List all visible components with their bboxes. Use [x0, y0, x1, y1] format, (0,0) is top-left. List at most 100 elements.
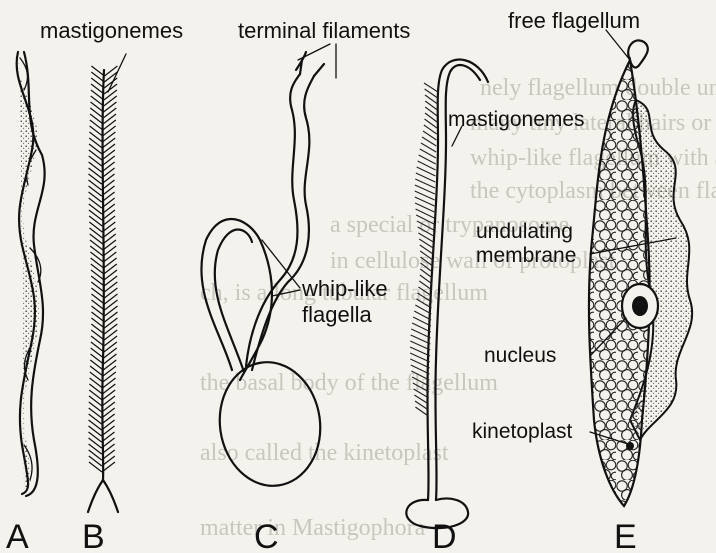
- mastigoneme-hair: [90, 126, 103, 136]
- mastigoneme-hair: [89, 438, 102, 448]
- mastigoneme-hair: [91, 330, 104, 340]
- mastigoneme-hair: [90, 372, 103, 382]
- mastigoneme-hair: [102, 402, 115, 412]
- mastigoneme-hair: [103, 354, 116, 364]
- panel-label-b: B: [82, 518, 105, 553]
- mastigoneme-hair: [103, 126, 116, 136]
- mastigoneme-hair: [102, 138, 115, 148]
- mastigoneme-hair: [89, 132, 102, 142]
- mastigoneme-hair: [91, 102, 104, 112]
- mastigoneme-hair: [89, 222, 102, 232]
- mastigoneme-hair: [103, 372, 116, 382]
- mastigoneme-hair: [90, 108, 103, 118]
- mastigoneme-hair: [104, 90, 117, 100]
- mastigoneme-hair: [89, 390, 102, 400]
- mastigoneme-hair: [102, 396, 115, 406]
- mastigoneme-hair: [91, 270, 104, 280]
- mastigoneme-hair: [102, 384, 115, 394]
- mastigoneme-hair: [90, 366, 103, 376]
- mastigoneme-hair: [91, 84, 104, 94]
- panel-label-d: D: [432, 518, 457, 553]
- bg-line-4: the cytoplasm between flagella and: [470, 178, 716, 204]
- mastigoneme-hair: [103, 360, 116, 370]
- mastigoneme-hair: [89, 198, 102, 208]
- mastigoneme-hair: [91, 348, 104, 358]
- mastigoneme-hair: [89, 144, 102, 154]
- mastigoneme-hair: [104, 348, 117, 358]
- mastigoneme-hair: [91, 336, 104, 346]
- mastigoneme-hair: [104, 294, 117, 304]
- mastigoneme-hair: [104, 312, 117, 322]
- mastigoneme-hair: [90, 240, 103, 250]
- mastigoneme-hair: [103, 378, 116, 388]
- mastigoneme-hair: [89, 210, 102, 220]
- mastigoneme-hair: [91, 72, 104, 82]
- mastigoneme-hair: [91, 78, 104, 88]
- mastigoneme-hair: [103, 234, 116, 244]
- mastigoneme-hair: [104, 336, 117, 346]
- mastigoneme-hair: [89, 180, 102, 190]
- panel-label-c: C: [254, 518, 279, 553]
- mastigoneme-hair: [104, 306, 117, 316]
- mastigoneme-hair: [103, 120, 116, 130]
- mastigoneme-hair: [102, 414, 115, 424]
- mastigoneme-hair: [89, 462, 102, 472]
- mastigoneme-hair: [104, 282, 117, 292]
- mastigoneme-hair: [91, 300, 104, 310]
- mastigoneme-hair: [89, 384, 102, 394]
- mastigoneme-hair: [90, 120, 103, 130]
- mastigoneme-hair: [91, 288, 104, 298]
- mastigoneme-hair: [90, 234, 103, 244]
- mastigoneme-hair: [102, 408, 115, 418]
- mastigoneme-hair: [104, 264, 117, 274]
- bg-line-9: also called the kinetoplast: [200, 440, 449, 466]
- mastigoneme-hair: [89, 204, 102, 214]
- mastigoneme-hair: [103, 252, 116, 262]
- mastigoneme-hair: [104, 276, 117, 286]
- mastigoneme-hair: [89, 456, 102, 466]
- mastigoneme-hair: [89, 402, 102, 412]
- leader-terminal-1: [298, 44, 330, 60]
- mastigoneme-hair: [102, 132, 115, 142]
- mastigoneme-hair: [104, 342, 117, 352]
- label-mastigonemes-d: mastigonemes: [448, 108, 585, 131]
- mastigoneme-hair: [103, 108, 116, 118]
- mastigoneme-hair: [90, 360, 103, 370]
- mastigoneme-hair: [91, 276, 104, 286]
- mastigoneme-hair: [91, 264, 104, 274]
- label-membrane: membrane: [476, 244, 576, 267]
- mastigoneme-hair: [91, 318, 104, 328]
- mastigoneme-hair: [91, 96, 104, 106]
- mastigoneme-hair: [89, 168, 102, 178]
- flagellum-b: [88, 66, 118, 512]
- label-mastigonemes-top: mastigonemes: [40, 18, 183, 43]
- label-undulating: undulating: [476, 220, 573, 243]
- mastigoneme-hair: [89, 432, 102, 442]
- mastigoneme-hair: [91, 342, 104, 352]
- mastigoneme-hair: [102, 390, 115, 400]
- mastigoneme-hair: [104, 324, 117, 334]
- panel-label-e: E: [614, 518, 637, 553]
- mastigoneme-hair: [89, 216, 102, 226]
- mastigoneme-hair: [89, 408, 102, 418]
- mastigoneme-hair: [103, 366, 116, 376]
- mastigoneme-hair: [102, 144, 115, 154]
- mastigoneme-hair: [104, 102, 117, 112]
- mastigoneme-hair: [103, 240, 116, 250]
- mastigoneme-hair: [89, 156, 102, 166]
- mastigoneme-hair: [90, 246, 103, 256]
- bg-line-8: the basal body of the flagellum: [200, 370, 498, 396]
- mastigoneme-hair: [89, 186, 102, 196]
- mastigoneme-hair: [90, 354, 103, 364]
- mastigoneme-hair: [91, 90, 104, 100]
- mastigoneme-hair: [89, 396, 102, 406]
- mastigoneme-hair: [91, 312, 104, 322]
- leader-free-flagellum: [606, 30, 630, 60]
- label-nucleus: nucleus: [484, 344, 556, 367]
- mastigoneme-hair: [89, 450, 102, 460]
- mastigoneme-hair: [89, 162, 102, 172]
- mastigoneme-hair: [91, 294, 104, 304]
- mastigoneme-hair: [89, 150, 102, 160]
